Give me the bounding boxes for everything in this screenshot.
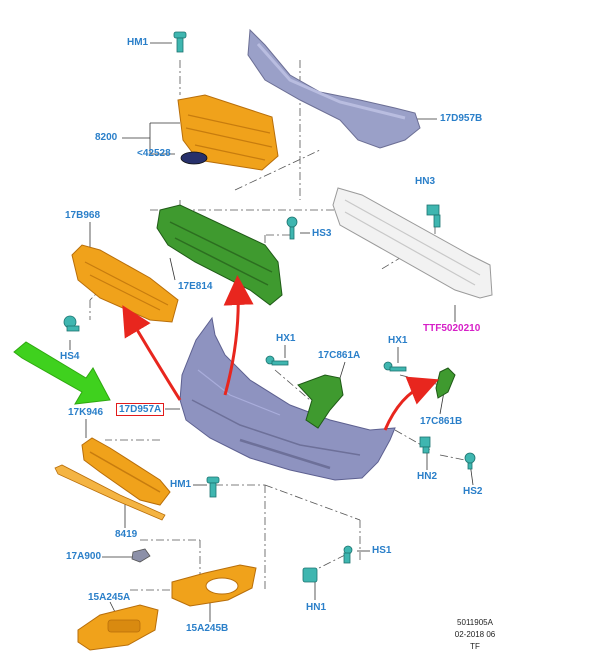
label-hs3: HS3	[312, 228, 332, 239]
label-17d957a: 17D957A	[116, 403, 165, 416]
bracket-17c861a	[297, 374, 344, 429]
screw-hs1-icon	[343, 545, 353, 564]
grille-8200	[177, 94, 279, 171]
label-17c861b: 17C861B	[420, 416, 463, 427]
label-17k946: 17K946	[68, 407, 104, 418]
label-hn3: HN3	[415, 176, 436, 187]
clip-hn2-icon	[419, 436, 431, 454]
label-hn2: HN2	[417, 471, 438, 482]
push-pin-hm1-top-icon	[173, 31, 187, 53]
label-hs1: HS1	[372, 545, 392, 556]
fasteners	[63, 31, 476, 583]
reference-date: 02-2018 06	[454, 630, 496, 639]
label-17b968: 17B968	[65, 210, 101, 221]
screw-hs4-icon	[63, 315, 80, 332]
label-hx1-left: HX1	[276, 333, 296, 344]
clip-hn3-icon	[426, 204, 441, 228]
label-hm1-top: HM1	[127, 37, 149, 48]
reference-initials: TF	[470, 642, 480, 651]
screw-hx1-right-icon	[383, 361, 407, 372]
screw-hs3-icon	[286, 216, 298, 240]
label-hx1-right: HX1	[388, 335, 408, 346]
energy-absorber-17e814	[156, 204, 283, 306]
upper-bumper-trim-17d957b	[247, 28, 421, 149]
leader-lines	[69, 42, 474, 622]
label-8419: 8419	[115, 529, 138, 540]
reference-code: 5011905A	[457, 618, 493, 627]
deflector-17b968	[71, 244, 179, 323]
trim-strip-8419	[54, 464, 166, 521]
label-15a245a: 15A245A	[88, 592, 131, 603]
label-15a245b: 15A245B	[186, 623, 229, 634]
red-arrows	[122, 275, 439, 431]
bracket-17c861b	[435, 367, 456, 399]
label-ttf5020210: TTF5020210	[423, 323, 481, 334]
tow-hook-cover-17a900	[131, 548, 151, 563]
label-8200: 8200	[95, 132, 118, 143]
label-42528: <42528	[137, 148, 171, 159]
clip-hn1-icon	[302, 567, 318, 583]
label-hm1-bottom: HM1	[170, 479, 192, 490]
push-pin-hm1-bottom-icon	[206, 476, 220, 498]
lower-grille-17k946	[81, 437, 171, 506]
screw-hx1-left-icon	[265, 355, 289, 366]
emblem-42528	[180, 151, 208, 165]
label-hn1: HN1	[306, 602, 327, 613]
label-17c861a: 17C861A	[318, 350, 361, 361]
label-17e814: 17E814	[178, 281, 213, 292]
label-17d957b: 17D957B	[440, 113, 483, 124]
label-hs2: HS2	[463, 486, 483, 497]
label-17a900: 17A900	[66, 551, 102, 562]
green-callout-arrow	[13, 341, 111, 405]
screw-hs2-icon	[464, 452, 476, 470]
label-hs4: HS4	[60, 351, 80, 362]
front-bumper-cover-17d957a	[179, 316, 396, 481]
